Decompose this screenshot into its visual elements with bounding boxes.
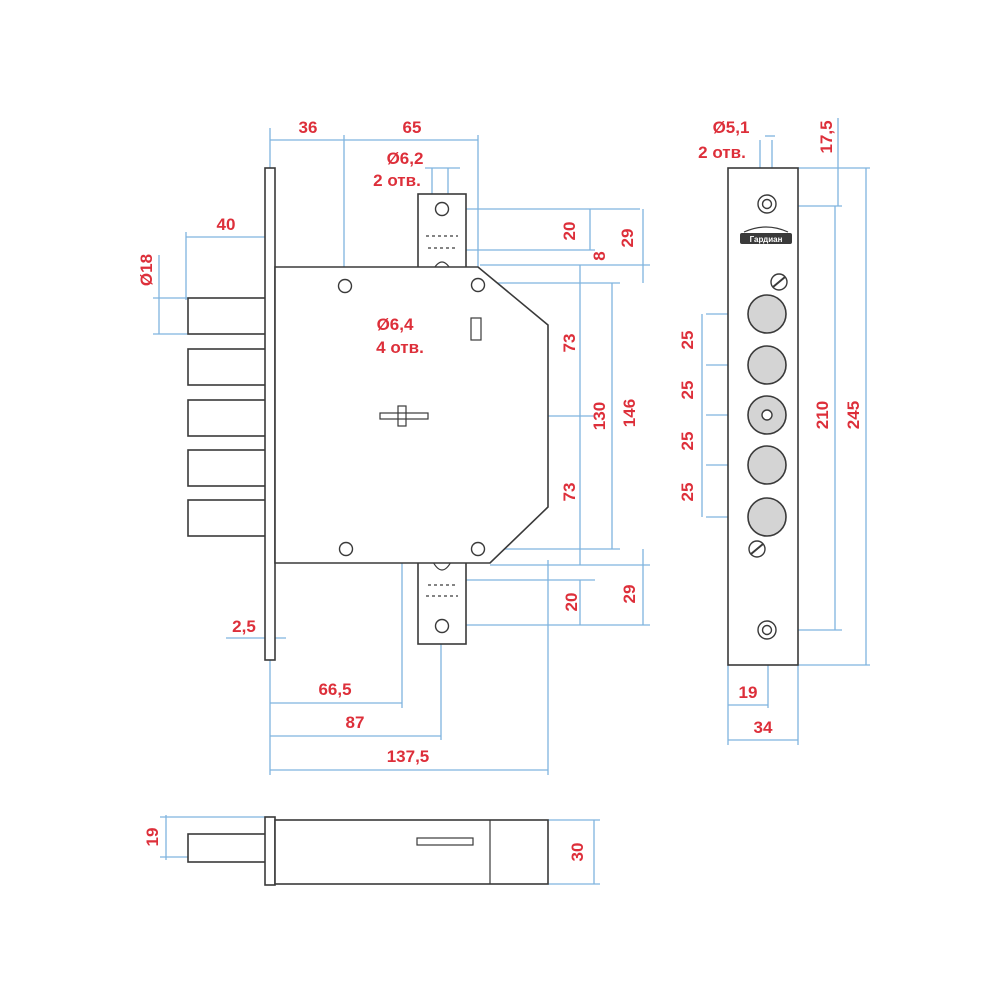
- dim-label-245: 245: [844, 401, 863, 429]
- tab-hole-top: [434, 201, 450, 217]
- dim-label-130: 130: [590, 402, 609, 430]
- screw-top: [770, 273, 788, 291]
- dim-label-73-bottom: 73: [560, 483, 579, 502]
- bolt-1: [187, 297, 269, 335]
- dim-label-hole-6-4: Ø6,4: [377, 315, 414, 334]
- front-view: 36 65 Ø6,2 2 отв. 40 Ø18 Ø6,4 4 отв. 2,5…: [137, 118, 650, 775]
- dim-label-bolt-dia-18: Ø18: [137, 254, 156, 286]
- body-hole-bottom-left: [338, 541, 354, 557]
- faceplate-bolt-1: [747, 294, 787, 334]
- bottom-view: 19 30: [143, 815, 600, 886]
- faceplate-bolt-4: [747, 445, 787, 485]
- bolt-3: [187, 399, 269, 437]
- dim-label-137-5: 137,5: [387, 747, 430, 766]
- dim-label-8: 8: [590, 251, 609, 260]
- bottom-body: [274, 819, 549, 885]
- dim-label-34: 34: [754, 718, 773, 737]
- lock-body: [274, 266, 549, 564]
- dim-label-146: 146: [620, 399, 639, 427]
- bottom-faceplate: [264, 816, 276, 886]
- faceplate-bolt-3-center: [761, 409, 773, 421]
- body-hole-bottom-right: [470, 541, 486, 557]
- screw-bottom: [748, 540, 766, 558]
- dim-label-bottom-30: 30: [568, 843, 587, 862]
- brand-logo-text: Гардиан: [750, 235, 783, 244]
- faceplate-hole-bottom: [757, 620, 777, 640]
- bottom-dimension-lines: [160, 815, 600, 885]
- dim-label-87: 87: [346, 713, 365, 732]
- body-hole-top-left: [337, 278, 353, 294]
- dim-label-17-5: 17,5: [817, 120, 836, 153]
- dim-label-19: 19: [739, 683, 758, 702]
- mounting-tab-top: [417, 193, 467, 275]
- dim-label-20-bottom: 20: [562, 593, 581, 612]
- faceplate-hole-top: [757, 194, 777, 214]
- front-labels: 36 65 Ø6,2 2 отв. 40 Ø18 Ø6,4 4 отв. 2,5…: [137, 118, 639, 766]
- dim-label-73-top: 73: [560, 334, 579, 353]
- dim-label-36: 36: [299, 118, 318, 137]
- bottom-labels: 19 30: [143, 828, 587, 862]
- body-hole-top-right: [470, 277, 486, 293]
- dim-label-spacing-2: 25: [678, 381, 697, 400]
- bottom-bolt: [187, 833, 269, 863]
- bottom-slot: [416, 837, 474, 846]
- dim-label-hole-5-1: Ø5,1: [713, 118, 750, 137]
- dim-label-210: 210: [813, 401, 832, 429]
- front-bolts: [187, 297, 269, 537]
- dim-label-spacing-1: 25: [678, 331, 697, 350]
- faceplate-bolt-5: [747, 497, 787, 537]
- faceplate-bolt-2: [747, 345, 787, 385]
- mounting-tab-bottom: [417, 557, 467, 645]
- body-slot: [470, 317, 482, 341]
- dim-label-2-5: 2,5: [232, 617, 256, 636]
- keyhole: [379, 405, 429, 427]
- dim-label-20-top: 20: [560, 222, 579, 241]
- tab-hole-bottom: [434, 618, 450, 634]
- dim-label-bottom-19: 19: [143, 828, 162, 847]
- dim-label-29-bottom: 29: [620, 585, 639, 604]
- bolt-2: [187, 348, 269, 386]
- dim-label-65: 65: [403, 118, 422, 137]
- brand-logo: Гардиан: [740, 226, 792, 244]
- dim-label-29-top: 29: [618, 229, 637, 248]
- dim-label-hole-5-1-count: 2 отв.: [698, 143, 746, 162]
- dim-label-hole-6-4-count: 4 отв.: [376, 338, 424, 357]
- dim-label-hole-6-2: Ø6,2: [387, 149, 424, 168]
- faceplate-view: Гардиан Ø5,1 2 отв. 17,5 25 25 25 25 210…: [678, 118, 870, 745]
- faceplate-labels: Ø5,1 2 отв. 17,5 25 25 25 25 210 245 19 …: [678, 118, 863, 737]
- front-faceplate: [264, 167, 276, 661]
- dim-label-40: 40: [217, 215, 236, 234]
- dim-label-hole-6-2-count: 2 отв.: [373, 171, 421, 190]
- dim-label-66-5: 66,5: [318, 680, 351, 699]
- bolt-5: [187, 499, 269, 537]
- bolt-4: [187, 449, 269, 487]
- dim-label-spacing-3: 25: [678, 432, 697, 451]
- dim-label-spacing-4: 25: [678, 483, 697, 502]
